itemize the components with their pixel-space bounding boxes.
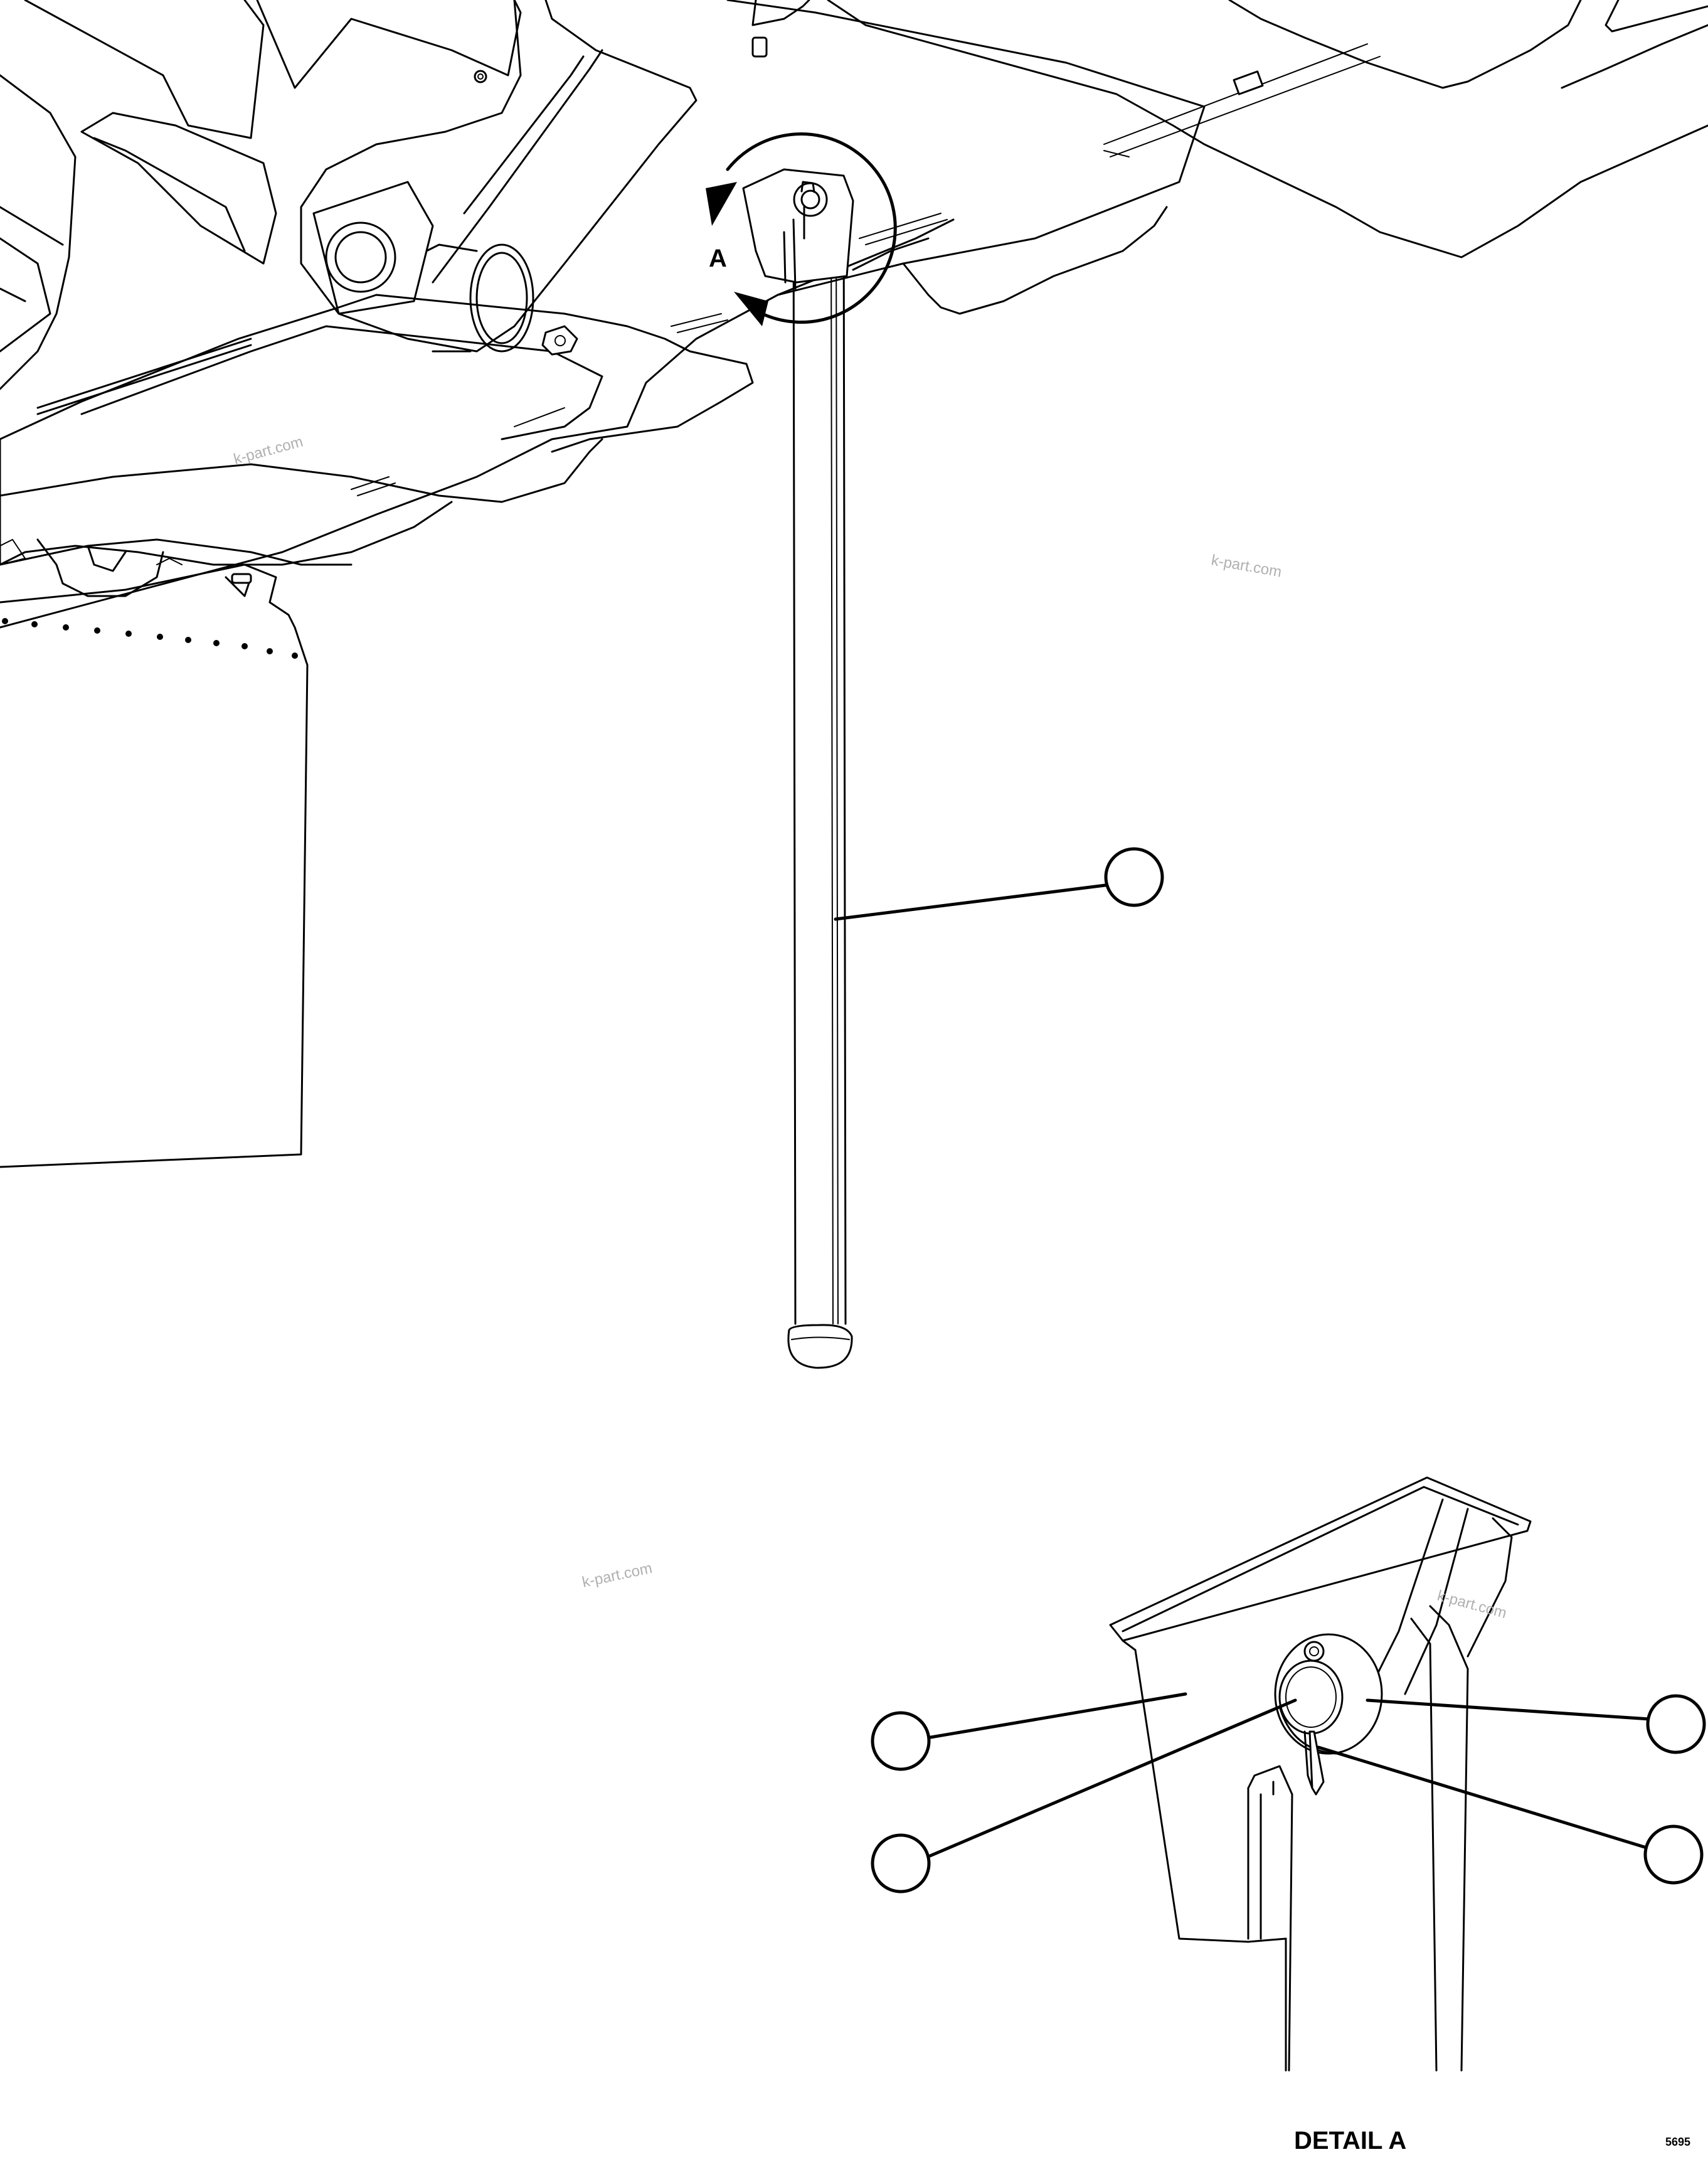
rivet-row	[2, 618, 298, 659]
machine-frame	[0, 0, 1708, 1168]
rod-top-bracket	[742, 168, 854, 290]
arrow-left-icon	[734, 292, 768, 326]
callout-washer	[1366, 1694, 1706, 1754]
detail-marker-label: A	[709, 245, 727, 272]
watermark: k-part.com	[581, 1560, 654, 1591]
callout-bracket	[871, 1692, 1187, 1771]
watermark: k-part.com	[1435, 1587, 1508, 1622]
callout-pin	[871, 1698, 1297, 1893]
callout-hair-pin	[1317, 1745, 1704, 1885]
detail-a-view	[1109, 1476, 1532, 2072]
drawing-number: 5695	[1665, 2136, 1690, 2148]
detail-a-indicator: A	[706, 132, 897, 326]
stand-rod	[787, 187, 853, 1369]
detail-title: DETAIL A	[1294, 2127, 1406, 2154]
watermark: k-part.com	[1210, 551, 1283, 580]
watermark: k-part.com	[232, 433, 305, 467]
arrow-up-icon	[706, 182, 737, 226]
callout-stand-rod	[834, 847, 1164, 921]
